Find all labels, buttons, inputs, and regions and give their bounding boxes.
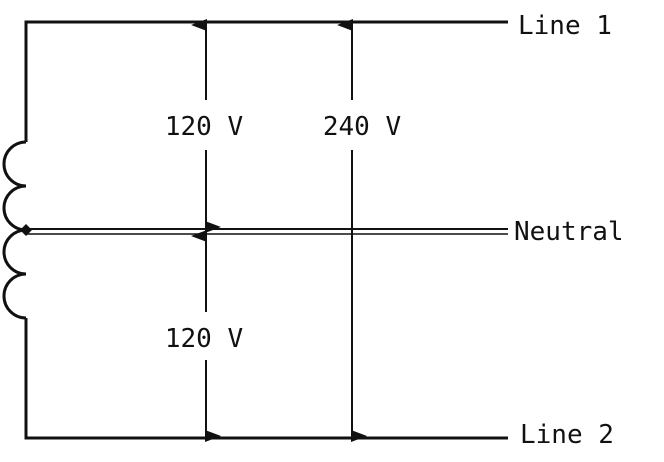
center-tap-junction bbox=[20, 224, 32, 236]
neutral-label: Neutral bbox=[514, 217, 624, 247]
total-voltage-label: 240 V bbox=[323, 112, 401, 142]
line1-conductor bbox=[24, 20, 508, 142]
lower-voltage-label: 120 V bbox=[165, 324, 243, 354]
line2-label: Line 2 bbox=[520, 420, 614, 450]
line1-label: Line 1 bbox=[518, 11, 612, 41]
upper-voltage-label: 120 V bbox=[165, 112, 243, 142]
line2-conductor bbox=[24, 318, 508, 440]
